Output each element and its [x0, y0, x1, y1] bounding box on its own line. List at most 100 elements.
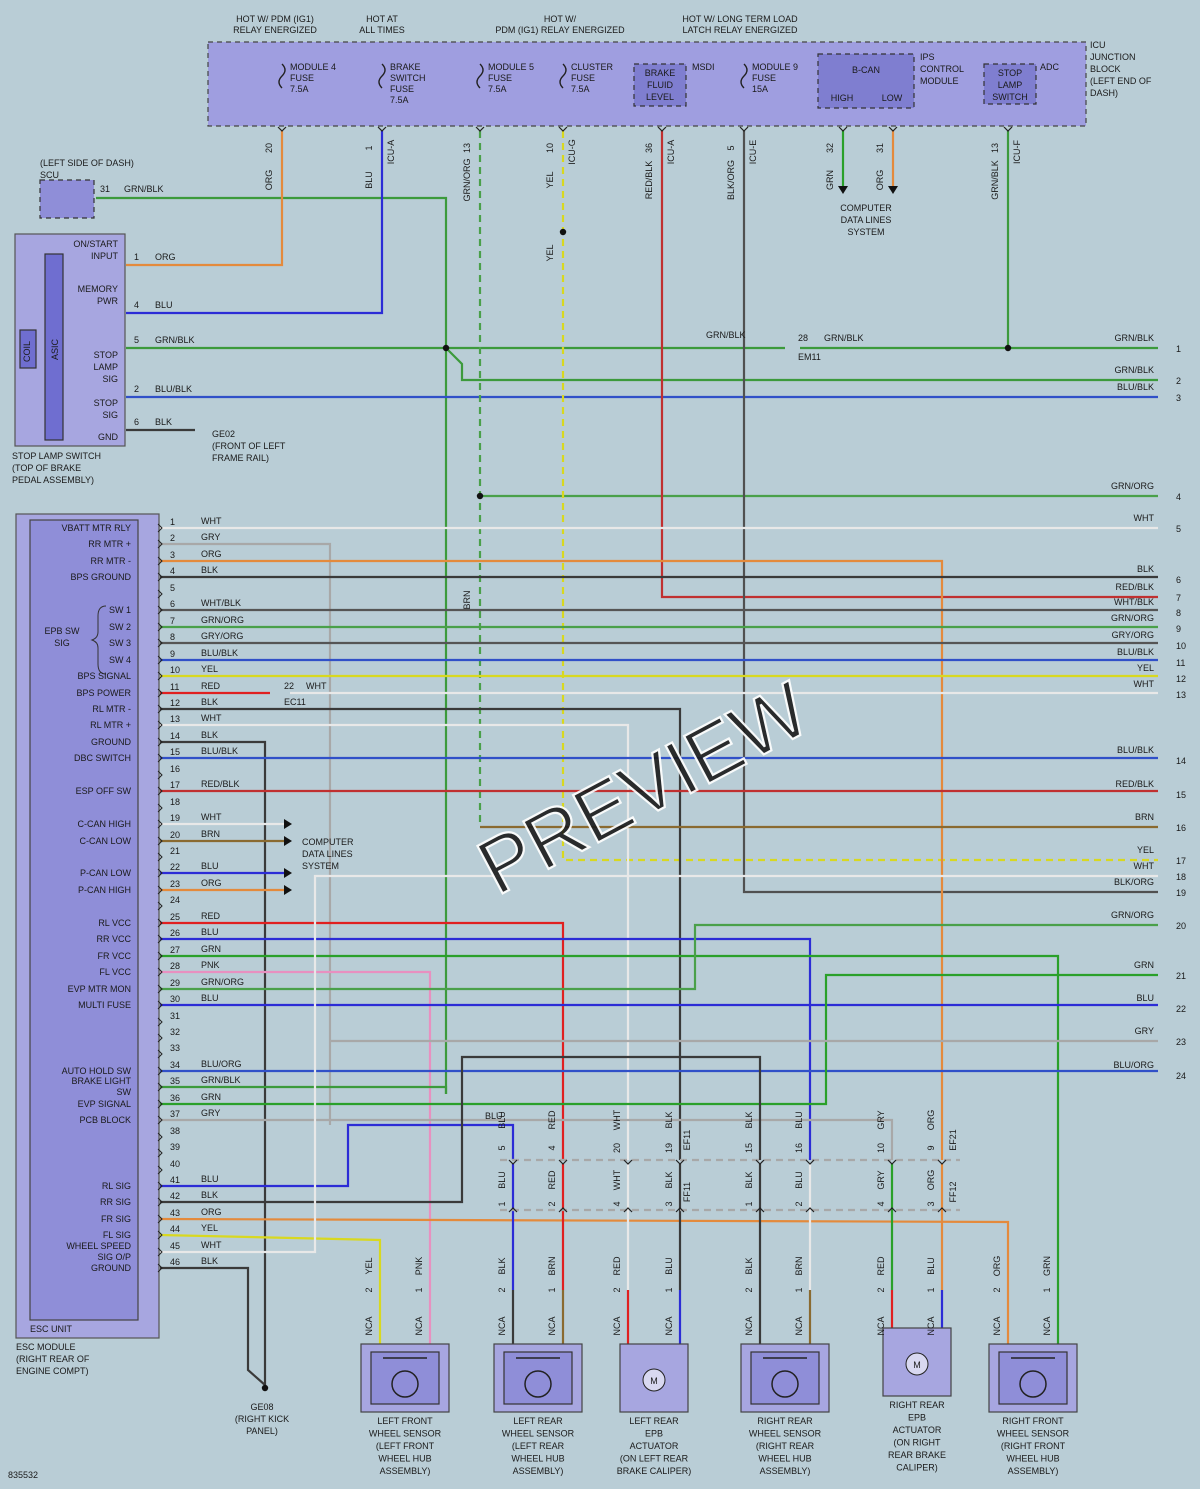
lower-connector-pin: 4 — [612, 1201, 622, 1206]
ec11-pin: 22 — [284, 681, 294, 691]
stop-switch-pin-label: GND — [98, 432, 119, 442]
fuse-symbol — [559, 63, 567, 89]
component-pin: 1 — [414, 1287, 424, 1292]
esc-wire-label: BLU — [201, 927, 219, 937]
esc-pin-chevron — [157, 655, 163, 665]
motor-circle — [642, 1368, 666, 1392]
esc-pin-label: DBC SWITCH — [74, 753, 131, 763]
ec11-connector: EC11 — [284, 697, 306, 707]
esc-pin-label: ESP OFF SW — [76, 786, 132, 796]
preview-watermark: PREVIEW — [464, 665, 823, 912]
esc-w25 — [160, 921, 565, 1160]
scu-wire — [96, 196, 448, 1094]
esc-pin-number: 41 — [170, 1175, 180, 1185]
esc-pin-number: 33 — [170, 1043, 180, 1053]
arrow-head — [284, 868, 292, 878]
em11-wire: GRN/BLK — [824, 333, 864, 343]
msdi-label: MSDI — [692, 62, 715, 72]
esc-pin-number: 27 — [170, 945, 180, 955]
esc-pin-chevron — [157, 539, 163, 549]
esc-pin-chevron — [157, 1230, 163, 1240]
lower-connector-wire: BLK — [664, 1171, 674, 1188]
esc-pin-chevron — [157, 770, 163, 780]
esc-wire-label: RED — [201, 911, 221, 921]
right-edge-number: 19 — [1176, 888, 1186, 898]
esc-pin-chevron — [157, 786, 163, 796]
scu-label: (LEFT SIDE OF DASH)SCU — [40, 158, 134, 180]
esc-pin-number: 11 — [170, 682, 179, 692]
pin-color: GRN/ORG — [462, 158, 472, 201]
ec11-wire: WHT — [306, 681, 327, 691]
component-wire-label: BLK — [744, 1257, 754, 1274]
nca-label: NCA — [414, 1316, 424, 1335]
scu-pin: 31 — [100, 184, 110, 194]
scu-box — [39, 179, 95, 219]
esc-pin-number: 15 — [170, 747, 180, 757]
esc-w46 — [160, 1266, 266, 1386]
esc-pin-chevron — [157, 1049, 163, 1059]
esc-unit — [29, 519, 139, 1321]
esc-wire-label: BLK — [201, 565, 218, 575]
component-pin: 1 — [794, 1287, 804, 1292]
esc-wire-label: BRN — [201, 829, 220, 839]
esc-pin-chevron — [157, 556, 163, 566]
esc-pin-label: RR MTR - — [91, 556, 132, 566]
pin-color: BLU — [364, 171, 374, 189]
component-pin: 2 — [364, 1287, 374, 1292]
connector-chevron — [887, 1159, 897, 1165]
epb-brace — [90, 605, 107, 675]
ips-bcan-box — [817, 53, 915, 109]
right-edge-number: 12 — [1176, 674, 1186, 684]
esc-pin-number: 38 — [170, 1126, 180, 1136]
pin-chevron — [1003, 126, 1013, 132]
stop-switch-wire-label: BLU — [155, 300, 173, 310]
component-wire-label: GRN — [1042, 1256, 1052, 1276]
esc-pin-label: RL SIG — [102, 1181, 131, 1191]
esc-pin-chevron — [157, 1082, 163, 1092]
connector-chevron — [887, 1207, 897, 1213]
esc-pin-label: FR VCC — [98, 951, 132, 961]
right-edge-number: 15 — [1176, 790, 1186, 800]
junction-dot — [261, 1384, 269, 1392]
esc-wire-label: BLU — [201, 861, 219, 871]
esc-pin-chevron — [157, 868, 163, 878]
esc-pin-number: 28 — [170, 961, 180, 971]
esc-wire-label: ORG — [201, 1207, 222, 1217]
esc-wire-label: RED/BLK — [201, 779, 240, 789]
pin-number: 10 — [545, 143, 555, 153]
right-edge-number: 14 — [1176, 756, 1186, 766]
esc-pin-number: 20 — [170, 830, 180, 840]
esc-wire-label: WHT/BLK — [201, 598, 241, 608]
stop-switch-pin-number: 2 — [134, 384, 139, 394]
esc-pin-number: 42 — [170, 1191, 180, 1201]
wires-layer — [96, 130, 1158, 1386]
upper-connector-pin: 16 — [794, 1143, 804, 1153]
pin-connector: ICU-F — [1012, 140, 1022, 164]
on-start-wire — [126, 131, 284, 267]
esc-pin-number: 44 — [170, 1224, 180, 1234]
memory-pwr-wire — [126, 131, 384, 315]
ff11-label: FF11 — [682, 1182, 692, 1202]
right-edge-number: 18 — [1176, 872, 1186, 882]
pin-number: 13 — [990, 143, 1000, 153]
grn-blk-mid-label: GRN/BLK — [706, 330, 746, 340]
components-layer — [14, 41, 1087, 1413]
pin-color: RED/BLK — [644, 161, 654, 200]
nca-label: NCA — [794, 1316, 804, 1335]
pin-number: 31 — [875, 143, 885, 153]
lower-connector-pin: 1 — [497, 1201, 507, 1206]
right-edge-number: 8 — [1176, 608, 1181, 618]
esc-w3 — [160, 559, 944, 1160]
esc-wire-label: BLU/BLK — [201, 746, 238, 756]
esc-pin-number: 13 — [170, 714, 180, 724]
em11-connector: EM11 — [798, 352, 821, 362]
esc-w37 — [160, 1118, 894, 1160]
